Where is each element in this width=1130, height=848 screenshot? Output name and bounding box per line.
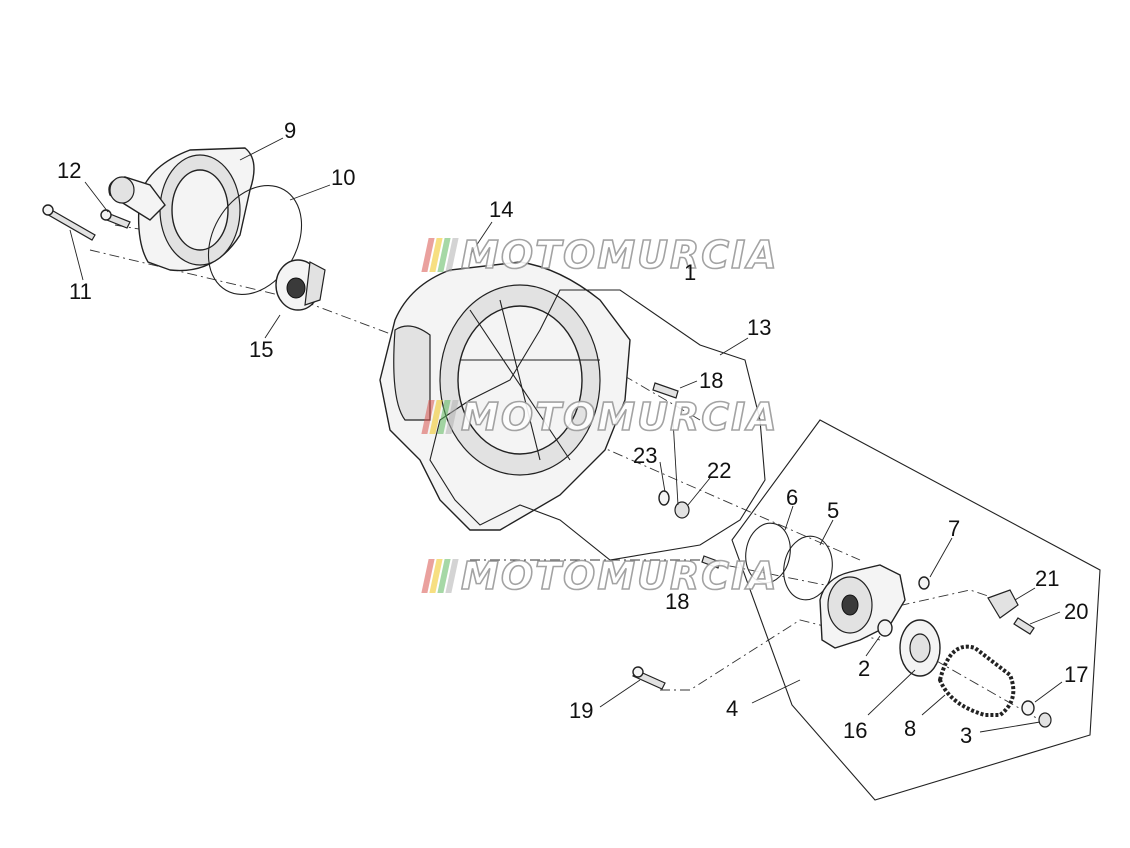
callout-22: 22 (707, 458, 732, 483)
callout-19: 19 (569, 698, 594, 723)
washer-2 (877, 619, 893, 637)
nut-3 (1038, 712, 1052, 728)
callout-17: 17 (1064, 662, 1089, 687)
chain-tensioner-21 (987, 589, 1019, 619)
callout-21: 21 (1035, 566, 1060, 591)
watermark-text: MOTOMURCIA (460, 553, 779, 599)
dowel-pin-18-lower (701, 555, 721, 569)
callout-18-lower: 18 (665, 589, 690, 614)
washer-17 (1021, 700, 1035, 716)
dowel-pin-18-upper (652, 382, 679, 399)
seal-23 (658, 490, 670, 506)
watermark: MOTOMURCIA (421, 394, 779, 440)
chain-8 (937, 644, 1016, 717)
callout-18-upper: 18 (699, 368, 724, 393)
callout-2: 2 (858, 656, 871, 681)
sprocket-16 (899, 619, 941, 677)
callout-leaders (69, 137, 1063, 733)
watermark-text: MOTOMURCIA (460, 232, 779, 278)
washer-7 (918, 576, 930, 590)
callout-7: 7 (948, 516, 961, 541)
water-pump-cover (108, 147, 255, 272)
callout-23: 23 (633, 443, 658, 468)
callout-4: 4 (726, 696, 739, 721)
callout-5: 5 (827, 498, 840, 523)
long-bolt-11 (42, 204, 96, 241)
callout-10: 10 (331, 165, 356, 190)
callout-9: 9 (284, 118, 297, 143)
callout-20: 20 (1064, 599, 1089, 624)
clutch-cover-1 (379, 261, 631, 531)
o-ring-5 (783, 535, 833, 601)
o-ring-6 (745, 522, 791, 584)
watermark: MOTOMURCIA (421, 553, 779, 599)
oil-pump-group-outline (731, 419, 1101, 801)
oil-pump-body (819, 564, 906, 649)
cover-gasket-13 (429, 289, 766, 561)
bolt-19 (632, 666, 666, 690)
callout-16: 16 (843, 718, 868, 743)
callout-6: 6 (786, 485, 799, 510)
callout-1: 1 (684, 260, 697, 285)
seal-22 (674, 501, 690, 519)
callout-8: 8 (904, 716, 917, 741)
callout-11: 11 (69, 279, 92, 304)
screw-20 (1013, 617, 1035, 635)
callout-13: 13 (747, 315, 772, 340)
impeller-15 (275, 259, 326, 311)
watermark-text: MOTOMURCIA (460, 394, 779, 440)
callout-3: 3 (960, 723, 973, 748)
callout-15: 15 (249, 337, 274, 362)
callout-12: 12 (57, 158, 82, 183)
callout-14: 14 (489, 197, 514, 222)
watermark: MOTOMURCIA (421, 232, 779, 278)
